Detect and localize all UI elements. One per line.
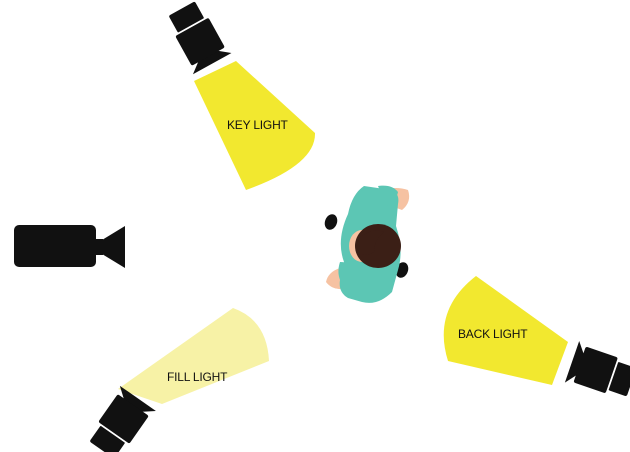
back-light-fixture-icon <box>565 341 630 403</box>
fill-light-label: FILL LIGHT <box>167 370 228 384</box>
key-light-label: KEY LIGHT <box>227 118 289 132</box>
video-camera-icon <box>14 225 125 268</box>
fill-light: FILL LIGHT <box>84 308 269 452</box>
key-light: KEY LIGHT <box>162 0 315 190</box>
left-shoe <box>323 212 340 231</box>
fill-light-beam <box>118 308 269 404</box>
back-light: BACK LIGHT <box>444 276 630 403</box>
person-top-view-icon <box>323 186 411 303</box>
back-light-label: BACK LIGHT <box>458 327 528 341</box>
key-light-fixture-icon <box>162 0 231 74</box>
hair <box>355 224 401 268</box>
